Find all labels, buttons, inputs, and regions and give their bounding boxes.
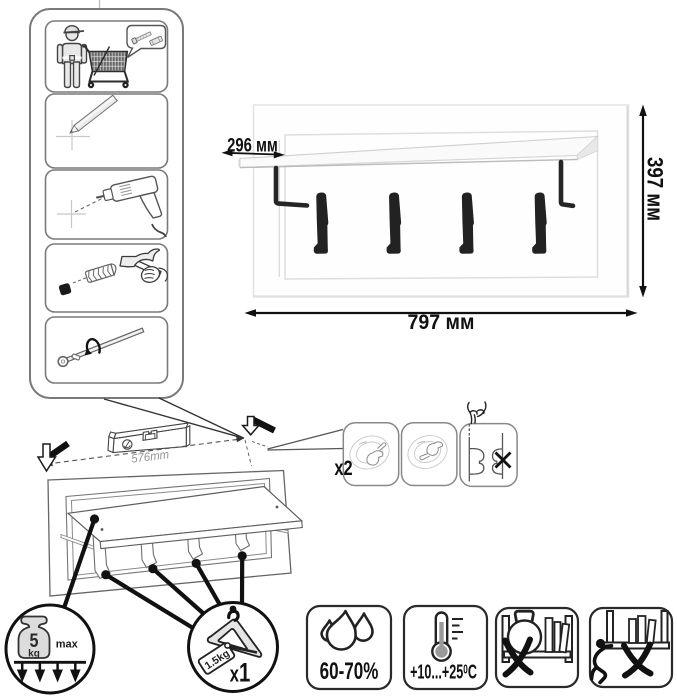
svg-text:+10...+250C: +10...+250C xyxy=(410,661,477,684)
svg-text:5: 5 xyxy=(30,630,39,652)
svg-text:797 мм: 797 мм xyxy=(408,311,475,334)
svg-text:296 мм: 296 мм xyxy=(227,135,278,156)
svg-text:kg: kg xyxy=(28,649,40,660)
svg-text:60-70%: 60-70% xyxy=(320,658,379,685)
svg-text:397 мм: 397 мм xyxy=(642,157,666,221)
svg-text:x2: x2 xyxy=(334,456,352,479)
svg-text:max: max xyxy=(56,639,79,651)
svg-text:x1: x1 xyxy=(230,658,250,689)
svg-text:576mm: 576mm xyxy=(130,448,170,466)
